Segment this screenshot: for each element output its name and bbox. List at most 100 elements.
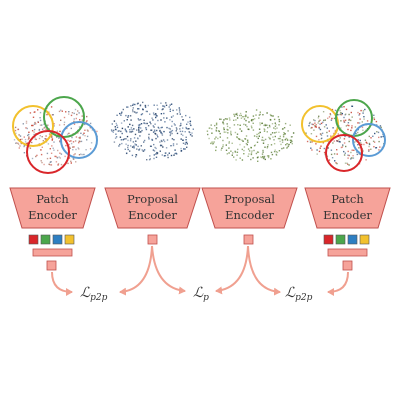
point bbox=[115, 136, 118, 138]
point bbox=[131, 146, 134, 148]
point bbox=[143, 122, 145, 124]
point bbox=[160, 132, 162, 134]
point bbox=[178, 111, 181, 113]
point bbox=[131, 130, 134, 133]
point bbox=[111, 123, 113, 125]
point bbox=[73, 146, 75, 148]
point bbox=[161, 134, 164, 136]
point bbox=[276, 127, 278, 129]
point bbox=[378, 140, 380, 143]
point bbox=[310, 133, 313, 135]
point bbox=[343, 121, 345, 123]
point bbox=[59, 157, 61, 159]
point bbox=[133, 147, 135, 149]
point bbox=[347, 157, 349, 159]
point bbox=[189, 134, 192, 136]
point bbox=[179, 125, 181, 127]
point bbox=[341, 146, 343, 148]
point bbox=[291, 140, 293, 143]
point bbox=[235, 119, 237, 121]
point bbox=[253, 145, 256, 147]
point bbox=[56, 157, 59, 159]
point bbox=[246, 140, 249, 142]
feature-square-green bbox=[40, 234, 51, 245]
point bbox=[50, 164, 53, 166]
point bbox=[150, 129, 152, 131]
point bbox=[309, 121, 311, 124]
point bbox=[129, 129, 131, 131]
point bbox=[43, 163, 45, 166]
point bbox=[322, 111, 325, 113]
point bbox=[326, 135, 329, 137]
point bbox=[156, 152, 159, 154]
point bbox=[130, 119, 132, 121]
point bbox=[325, 124, 327, 126]
point bbox=[314, 119, 316, 122]
point bbox=[27, 134, 29, 137]
point bbox=[127, 126, 129, 128]
point bbox=[318, 115, 320, 117]
point bbox=[272, 136, 274, 138]
point bbox=[135, 140, 137, 142]
point bbox=[255, 109, 258, 111]
point bbox=[348, 136, 350, 138]
point bbox=[314, 126, 316, 128]
point bbox=[115, 129, 117, 131]
point bbox=[70, 160, 72, 162]
point bbox=[305, 132, 307, 134]
point bbox=[230, 132, 232, 134]
point bbox=[160, 144, 163, 147]
arrow-patch-right-to-p2p bbox=[327, 271, 349, 296]
point bbox=[257, 160, 259, 162]
point bbox=[81, 153, 83, 156]
point bbox=[126, 119, 128, 121]
point bbox=[324, 119, 326, 121]
point bbox=[268, 136, 270, 139]
point bbox=[261, 139, 263, 141]
point bbox=[37, 109, 39, 111]
point bbox=[153, 143, 155, 146]
point bbox=[152, 125, 154, 127]
point bbox=[351, 105, 353, 107]
point bbox=[156, 129, 158, 132]
point bbox=[29, 147, 32, 149]
point bbox=[78, 142, 80, 144]
point bbox=[278, 118, 280, 121]
point bbox=[338, 139, 340, 141]
point bbox=[163, 155, 166, 157]
point bbox=[178, 109, 181, 111]
point bbox=[281, 141, 284, 143]
point bbox=[66, 127, 68, 130]
point bbox=[291, 136, 293, 138]
point bbox=[228, 147, 230, 149]
point bbox=[18, 134, 20, 136]
point bbox=[121, 132, 123, 135]
point bbox=[72, 141, 75, 143]
point bbox=[53, 125, 55, 127]
point bbox=[56, 130, 59, 132]
point bbox=[170, 130, 172, 132]
point bbox=[72, 146, 74, 148]
point bbox=[78, 140, 80, 142]
point bbox=[380, 136, 382, 138]
point bbox=[344, 119, 347, 121]
point bbox=[176, 113, 179, 115]
point bbox=[43, 127, 45, 129]
point bbox=[289, 124, 291, 126]
point bbox=[182, 142, 185, 144]
point bbox=[250, 125, 253, 127]
point bbox=[80, 132, 82, 134]
point bbox=[153, 154, 155, 156]
point bbox=[379, 146, 381, 148]
point bbox=[119, 143, 121, 146]
point bbox=[364, 139, 367, 141]
encoder-proposal-left: Proposal Encoder bbox=[104, 187, 201, 229]
point bbox=[362, 149, 364, 152]
point bbox=[271, 132, 274, 134]
point bbox=[60, 119, 62, 121]
point bbox=[132, 103, 135, 105]
encoder-label-line1: Proposal bbox=[127, 192, 178, 206]
point bbox=[156, 104, 158, 106]
point bbox=[237, 124, 239, 126]
point bbox=[226, 153, 228, 155]
